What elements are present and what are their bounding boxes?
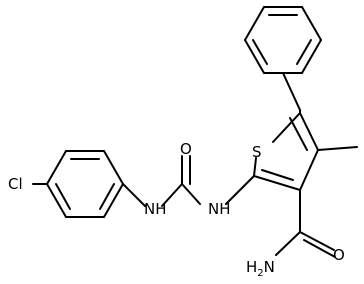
benzyl-phenyl-ring <box>244 6 322 74</box>
carboxamide-group <box>275 189 336 258</box>
urea-nh-right-label: NH <box>208 200 231 218</box>
methylene-bridge <box>282 72 301 114</box>
urea-oxygen-label: O <box>180 140 192 158</box>
chlorophenyl-ring <box>32 150 124 218</box>
sulfur-label: S <box>252 143 262 161</box>
amide-nh2-label: H2N <box>246 258 275 279</box>
thiophene-ring <box>253 112 319 191</box>
urea-linkage <box>122 155 255 207</box>
urea-nh-left-label: NH <box>144 200 167 218</box>
amide-oxygen-label: O <box>333 246 345 264</box>
methyl-bond <box>317 146 358 151</box>
chlorine-label: Cl <box>8 175 23 193</box>
